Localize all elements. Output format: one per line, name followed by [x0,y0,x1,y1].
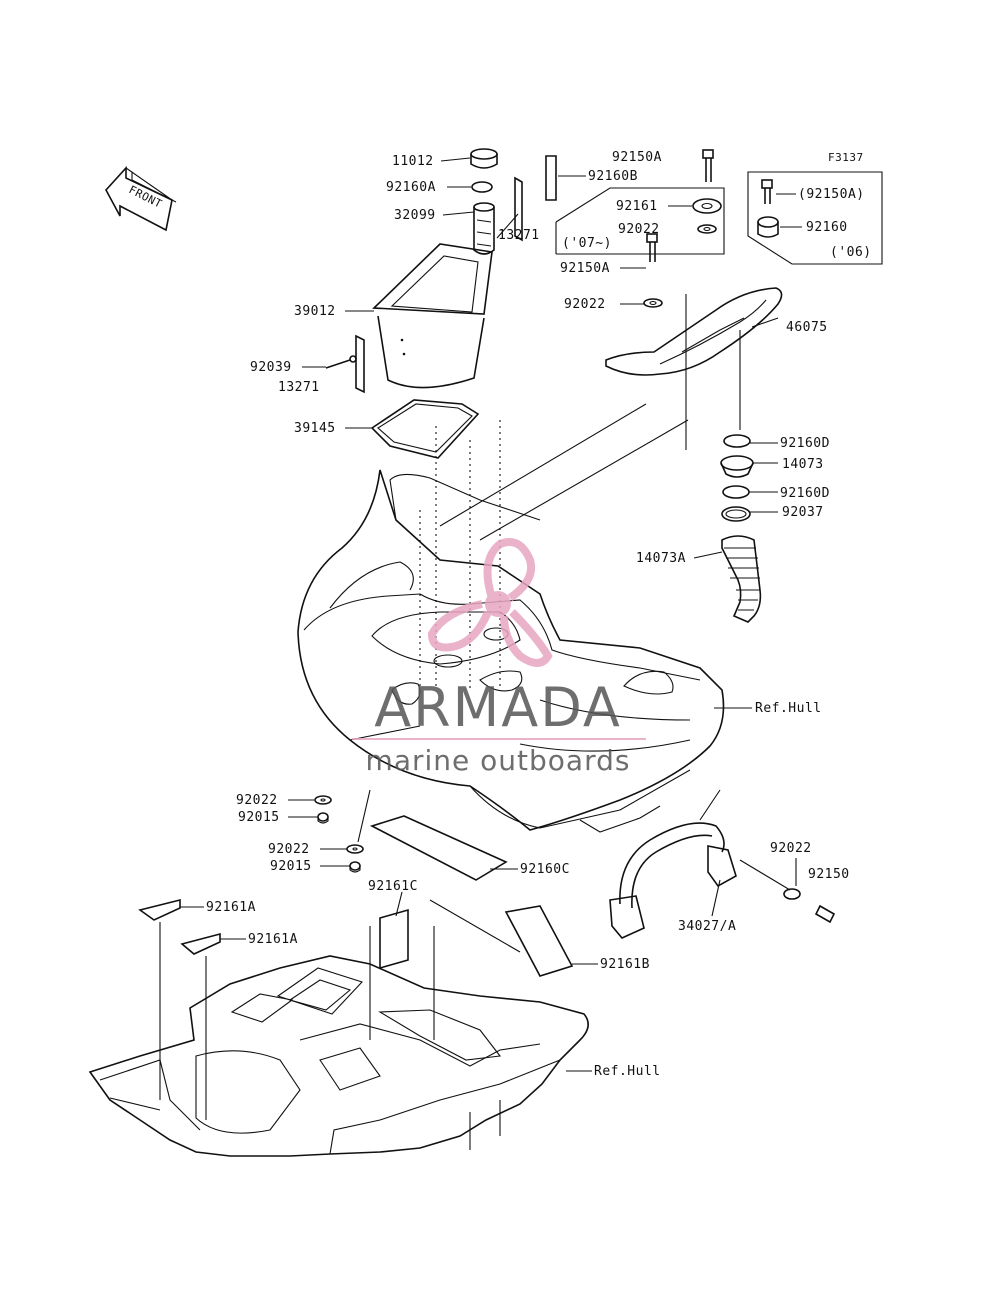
label-39012: 39012 [294,304,336,319]
label-92015-a: 92015 [238,810,280,825]
label-92161a-2: 92161A [248,932,298,947]
clamp-2-part [722,485,750,499]
label-92015-b: 92015 [270,859,312,874]
label-92022-c: 92022 [236,793,278,808]
label-92037: 92037 [782,505,824,520]
label-14073a: 14073A [636,551,686,566]
watermark-tagline: marine outboards [366,744,631,777]
label-ref-hull-2: Ref.Hull [594,1064,661,1079]
washer-c-part [314,795,332,805]
band-part [721,506,751,522]
label-13271-top: 13271 [498,228,540,243]
label-92039: 92039 [250,360,292,375]
label-92160d-1: 92160D [780,436,830,451]
label-92150a: 92150A [612,150,662,165]
label-92160c: 92160C [520,862,570,877]
grab-handle-part [605,287,783,376]
label-92022-e: 92022 [770,841,812,856]
label-92150a-2: 92150A [560,261,610,276]
label-92161: 92161 [616,199,658,214]
washer-2-part [643,298,663,308]
o-ring-part [471,181,493,193]
lower-guide-lines [159,899,521,1120]
label-92160a-top: 92160A [386,180,436,195]
bolt-e-part [814,904,836,924]
mat-161a-2-part [180,932,221,955]
step-lines [699,789,791,891]
washer-d-part [346,844,364,854]
inset-bolt-label: (92150A) [798,187,865,202]
label-92160d-2: 92160D [780,486,830,501]
variant-inset-box [747,171,883,265]
label-46075: 46075 [786,320,828,335]
hardware-lines [349,725,421,843]
mat-161c-part [379,908,409,970]
label-07: ('07~) [562,236,612,251]
label-92022-b: 92022 [564,297,606,312]
leader-lines [180,157,797,1072]
front-arrow-icon: FRONT [105,165,177,232]
hose-part [721,535,762,623]
washer-part [697,224,717,234]
diagram-code: F3137 [828,151,864,164]
propeller-logo-icon [427,538,553,667]
inset-spacer-label: 92160 [806,220,848,235]
label-92161b: 92161B [600,957,650,972]
label-92161a-1: 92161A [206,900,256,915]
storage-bin-part [372,243,493,389]
guide-lines [439,294,741,541]
label-92022-d: 92022 [268,842,310,857]
inset-year-label: ('06) [830,245,872,260]
lower-hull-part [88,955,589,1157]
label-92150: 92150 [808,867,850,882]
label-14073: 14073 [782,457,824,472]
hose-fitting-part [720,455,754,478]
pad-part [545,155,557,201]
watermark: ARMADA marine outboards [352,538,646,777]
storage-cap-part [470,148,498,169]
drain-fitting-part [473,202,495,255]
hidden-lines [419,420,501,690]
mat-c-part [369,815,508,881]
gasket-part [370,399,480,459]
bolt-part [702,149,714,182]
grommet-part [692,198,722,214]
mat-161b-part [504,905,574,977]
watermark-brand: ARMADA [374,676,622,739]
bracket-lower-part [355,334,365,394]
mat-161a-1-part [138,898,181,921]
label-92160b: 92160B [588,169,638,184]
label-11012: 11012 [392,154,434,169]
variant-bracket-line [555,187,725,255]
clamp-part [723,434,751,448]
screw-part [325,355,357,369]
label-39145: 39145 [294,421,336,436]
nut-a-part [317,812,329,824]
nut-b-part [349,861,361,873]
label-34027: 34027/A [678,919,736,934]
label-ref-hull-1: Ref.Hull [755,701,822,716]
label-32099: 32099 [394,208,436,223]
label-92161c: 92161C [368,879,418,894]
label-92022-07: 92022 [618,222,660,237]
label-13271-low: 13271 [278,380,320,395]
bolt-2-part [646,233,658,262]
washer-e-part [783,888,801,900]
step-part [609,822,737,939]
